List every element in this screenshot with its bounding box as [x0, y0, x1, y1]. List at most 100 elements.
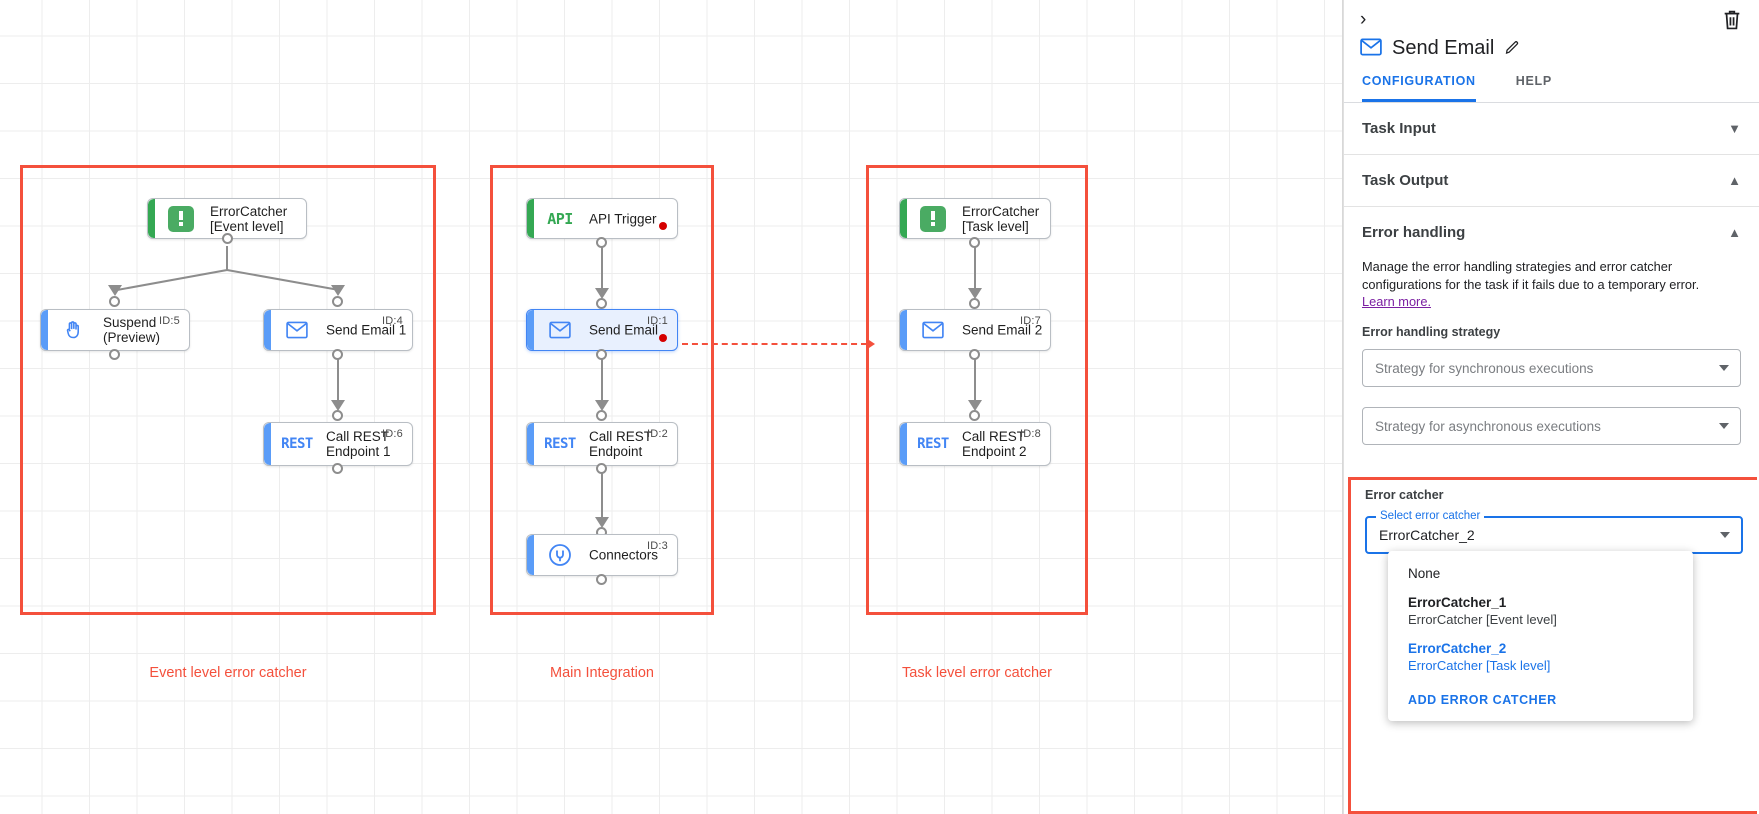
tab-help[interactable]: HELP	[1515, 74, 1552, 88]
group-caption-task-level: Task level error catcher	[902, 665, 1052, 681]
edge-arrow	[968, 400, 982, 411]
node-port-in[interactable]	[969, 298, 980, 309]
node-send-email-1[interactable]: Send Email 1 ID:4	[263, 309, 413, 351]
canvas-panel-divider	[1342, 0, 1343, 814]
group-frame-main-integration	[490, 165, 714, 615]
accordion-title: Error handling	[1362, 224, 1466, 241]
node-send-email-2[interactable]: Send Email 2 ID:7	[899, 309, 1051, 351]
edge-line	[601, 246, 603, 291]
chevron-down-icon	[1719, 365, 1729, 371]
dropdown-option-none[interactable]: None	[1388, 559, 1693, 588]
edit-pencil-icon[interactable]	[1504, 40, 1521, 57]
dropdown-option-errorcatcher-2[interactable]: ErrorCatcher_2 ErrorCatcher [Task level]	[1388, 634, 1693, 680]
rest-icon: REST	[544, 436, 576, 452]
node-label: API Trigger	[589, 211, 657, 226]
node-call-rest-endpoint-1[interactable]: REST Call REST Endpoint 1 ID:6	[263, 422, 413, 466]
node-port-in[interactable]	[109, 296, 120, 307]
node-accent-bar	[41, 310, 48, 350]
async-strategy-value: Strategy for asynchronous executions	[1375, 418, 1601, 434]
node-id-badge: ID:3	[647, 540, 668, 552]
mail-icon	[1360, 38, 1382, 60]
node-accent-bar	[900, 199, 907, 238]
node-call-rest-endpoint[interactable]: REST Call REST Endpoint ID:2	[526, 422, 678, 466]
accordion-title: Task Output	[1362, 172, 1449, 189]
api-icon: API	[547, 209, 573, 228]
node-label: Suspend (Preview)	[103, 315, 161, 345]
node-label: Call REST Endpoint 1	[326, 429, 391, 459]
tab-configuration[interactable]: CONFIGURATION	[1362, 74, 1476, 102]
node-accent-bar	[527, 535, 534, 575]
node-port-in[interactable]	[332, 410, 343, 421]
node-accent-bar	[527, 310, 534, 350]
error-catcher-icon	[918, 204, 948, 234]
node-id-badge: ID:8	[1020, 428, 1041, 440]
select-error-catcher-legend: Select error catcher	[1376, 510, 1485, 522]
node-port-out[interactable]	[332, 463, 343, 474]
dropdown-option-errorcatcher-1[interactable]: ErrorCatcher_1 ErrorCatcher [Event level…	[1388, 588, 1693, 634]
select-error-catcher-field[interactable]: Select error catcher ErrorCatcher_2	[1365, 510, 1743, 554]
edge-line	[337, 358, 339, 403]
node-connectors[interactable]: Connectors ID:3	[526, 534, 678, 576]
error-handling-body: Manage the error handling strategies and…	[1344, 258, 1759, 445]
delete-icon[interactable]	[1721, 8, 1747, 34]
node-port-in[interactable]	[332, 296, 343, 307]
node-accent-bar	[900, 423, 907, 465]
node-id-badge: ID:6	[382, 428, 403, 440]
page-title: Send Email	[1392, 37, 1495, 59]
mail-icon	[282, 315, 312, 345]
node-label: Call REST Endpoint 2	[962, 429, 1027, 459]
panel-tabs: CONFIGURATION HELP	[1344, 60, 1759, 103]
node-port-in[interactable]	[596, 410, 607, 421]
edge-arrow	[331, 400, 345, 411]
edge-line	[974, 358, 976, 403]
select-error-catcher-value: ErrorCatcher_2	[1379, 527, 1475, 543]
node-suspend[interactable]: Suspend (Preview) ID:5	[40, 309, 190, 351]
error-handling-strategy-label: Error handling strategy	[1362, 325, 1501, 339]
node-label: Call REST Endpoint	[589, 429, 653, 459]
error-indicator-dot	[659, 334, 667, 342]
accordion-task-output[interactable]: Task Output ▲	[1344, 155, 1759, 207]
node-accent-bar	[264, 423, 271, 465]
node-label: Connectors	[589, 547, 659, 563]
node-accent-bar	[900, 310, 907, 350]
node-send-email[interactable]: Send Email ID:1	[526, 309, 678, 351]
dropdown-option-sublabel: ErrorCatcher [Task level]	[1408, 658, 1551, 673]
error-catcher-dropdown-menu[interactable]: None ErrorCatcher_1 ErrorCatcher [Event …	[1388, 551, 1693, 721]
node-accent-bar	[148, 199, 155, 238]
node-id-badge: ID:1	[647, 315, 668, 327]
group-frame-task-level	[866, 165, 1088, 615]
error-catcher-icon	[166, 204, 196, 234]
chevron-down-icon	[1720, 532, 1730, 538]
workflow-canvas[interactable]: Event level error catcher ErrorCatcher […	[0, 0, 1351, 814]
node-api-trigger[interactable]: API API Trigger	[526, 198, 678, 239]
accordion-error-handling[interactable]: Error handling ▲	[1344, 207, 1759, 258]
chevron-up-icon: ▲	[1728, 173, 1741, 188]
node-errorcatcher-task-level[interactable]: ErrorCatcher [Task level]	[899, 198, 1051, 239]
node-label: Send Email	[589, 322, 659, 338]
node-label: ErrorCatcher [Task level]	[962, 203, 1040, 234]
node-port-in[interactable]	[596, 298, 607, 309]
connectors-icon	[545, 540, 575, 570]
async-strategy-select[interactable]: Strategy for asynchronous executions	[1362, 407, 1741, 445]
node-id-badge: ID:7	[1020, 315, 1041, 327]
edge-line	[601, 358, 603, 403]
group-caption-main-integration: Main Integration	[550, 665, 654, 681]
branch-connector	[116, 246, 340, 291]
node-port-in[interactable]	[969, 410, 980, 421]
node-port-out[interactable]	[596, 574, 607, 585]
branch-arrow-left	[108, 285, 122, 296]
collapse-panel-icon[interactable]: ›	[1360, 9, 1367, 30]
add-error-catcher-button[interactable]: ADD ERROR CATCHER	[1408, 693, 1557, 707]
node-call-rest-endpoint-2[interactable]: REST Call REST Endpoint 2 ID:8	[899, 422, 1051, 466]
accordion-task-input[interactable]: Task Input ▼	[1344, 103, 1759, 155]
sync-strategy-select[interactable]: Strategy for synchronous executions	[1362, 349, 1741, 387]
accordion-title: Task Input	[1362, 120, 1436, 137]
error-handling-description: Manage the error handling strategies and…	[1362, 259, 1700, 292]
panel-header: Send Email	[1344, 29, 1759, 60]
node-port-out[interactable]	[222, 233, 233, 244]
edge-arrow	[595, 517, 609, 528]
mail-icon	[545, 315, 575, 345]
edge-arrow	[595, 288, 609, 299]
learn-more-link[interactable]: Learn more.	[1362, 294, 1431, 309]
node-port-out[interactable]	[109, 349, 120, 360]
